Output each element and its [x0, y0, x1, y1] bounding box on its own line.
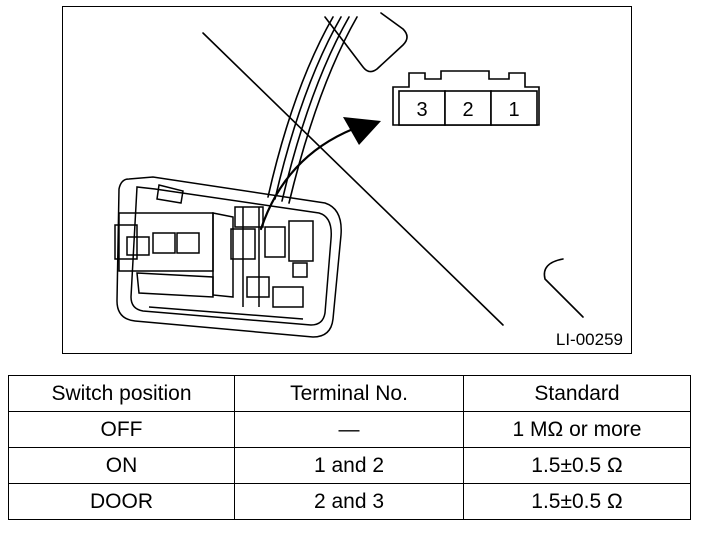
arrow-shaft — [259, 127, 355, 231]
resistance-spec-table: Switch position Terminal No. Standard OF… — [8, 375, 691, 520]
cell-terminal-no: — — [234, 411, 464, 448]
connector-face — [392, 70, 540, 126]
cell-terminal-no: 2 and 3 — [234, 483, 464, 520]
terminal-1-label: 1 — [508, 99, 519, 121]
terminal-3-label: 3 — [416, 99, 427, 121]
table-header-row: Switch position Terminal No. Standard — [8, 375, 691, 412]
wire — [288, 16, 358, 204]
header-terminal-no: Terminal No. — [234, 375, 464, 412]
cell-switch-position: ON — [8, 447, 235, 484]
header-standard: Standard — [463, 375, 691, 412]
panel-corner — [543, 258, 584, 318]
table-row: ON 1 and 2 1.5±0.5 Ω — [8, 447, 691, 484]
header-switch-position: Switch position — [8, 375, 235, 412]
table-row: DOOR 2 and 3 1.5±0.5 Ω — [8, 483, 691, 520]
wire — [267, 16, 334, 198]
switch-housing — [114, 176, 342, 338]
wire — [281, 16, 350, 202]
trim-line — [202, 32, 504, 326]
cell-terminal-no: 1 and 2 — [234, 447, 464, 484]
arrow-head — [343, 117, 381, 145]
panel-edge — [324, 12, 408, 73]
wire — [274, 16, 342, 200]
diagram-drawing: 3 2 1 LI-00259 — [114, 12, 623, 349]
terminal-2-label: 2 — [462, 99, 473, 121]
switch-diagram: 3 2 1 LI-00259 — [62, 6, 632, 354]
cell-standard: 1.5±0.5 Ω — [463, 483, 691, 520]
cell-switch-position: DOOR — [8, 483, 235, 520]
figure-id: LI-00259 — [556, 330, 623, 349]
cell-standard: 1.5±0.5 Ω — [463, 447, 691, 484]
cell-standard: 1 MΩ or more — [463, 411, 691, 448]
cell-switch-position: OFF — [8, 411, 235, 448]
table-row: OFF — 1 MΩ or more — [8, 411, 691, 448]
